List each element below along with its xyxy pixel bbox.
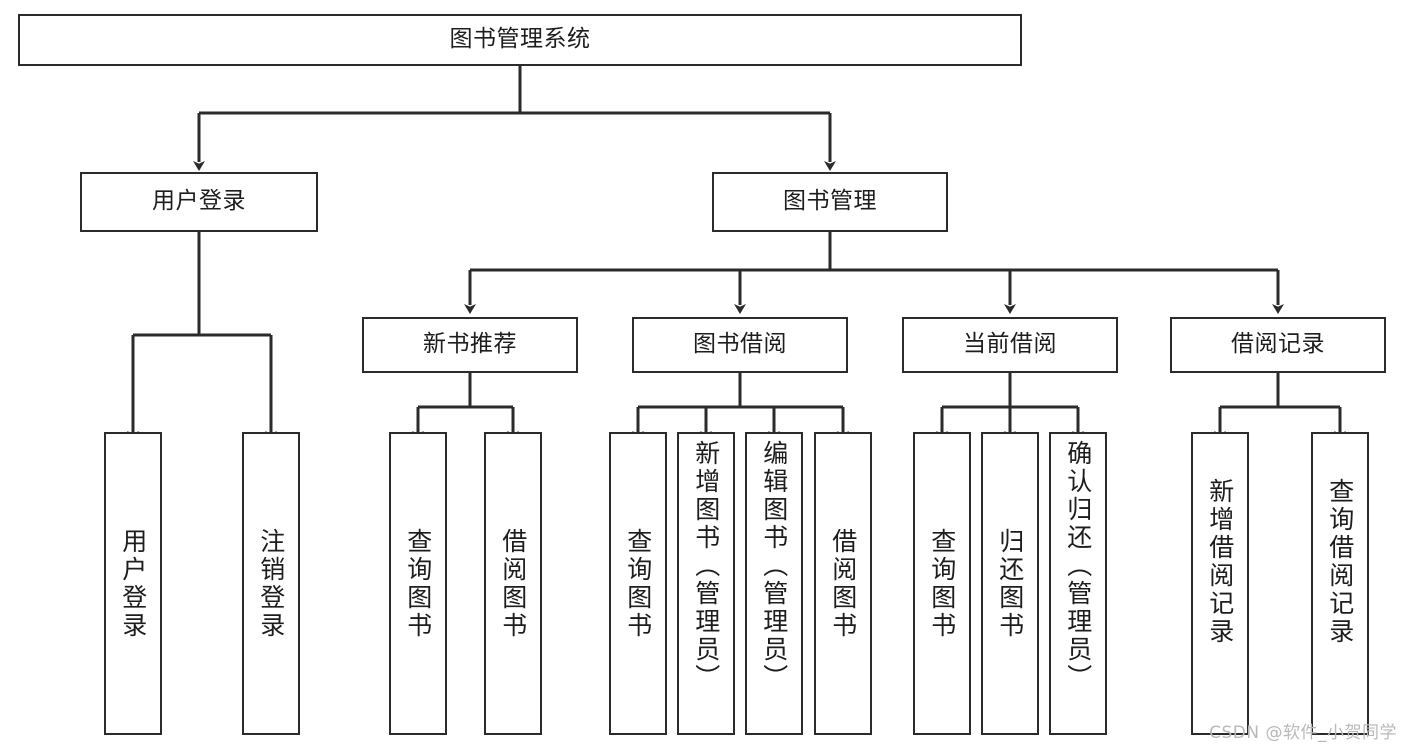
node-borrow-record[interactable]: 借阅记录 — [1170, 317, 1386, 373]
leaf-borrow-book-2[interactable]: 借阅图书 — [814, 432, 872, 735]
node-borrow-record-label: 借阅记录 — [1231, 331, 1325, 358]
leaf-query-record-label: 查询借阅记录 — [1325, 478, 1355, 646]
node-current-borrow-label: 当前借阅 — [963, 331, 1057, 358]
node-book-management-label: 图书管理 — [783, 188, 877, 215]
node-user-login[interactable]: 用户登录 — [80, 172, 318, 232]
leaf-query-book-3-label: 查询图书 — [927, 528, 957, 640]
leaf-confirm-return[interactable]: 确认归还（管理员） — [1049, 432, 1107, 735]
node-book-borrow[interactable]: 图书借阅 — [632, 317, 848, 373]
node-user-login-label: 用户登录 — [152, 188, 246, 215]
leaf-add-record-label: 新增借阅记录 — [1205, 478, 1235, 646]
leaf-user-login-label: 用户登录 — [118, 528, 148, 640]
leaf-add-record[interactable]: 新增借阅记录 — [1191, 432, 1249, 735]
leaf-user-login[interactable]: 用户登录 — [104, 432, 162, 735]
leaf-query-book-1[interactable]: 查询图书 — [389, 432, 447, 735]
leaf-confirm-return-label: 确认归还（管理员） — [1063, 440, 1093, 692]
leaf-return-book-label: 归还图书 — [995, 528, 1025, 640]
leaf-add-book-label: 新增图书（管理员） — [691, 440, 721, 692]
leaf-edit-book-label: 编辑图书（管理员） — [759, 440, 789, 692]
leaf-borrow-book-2-label: 借阅图书 — [828, 528, 858, 640]
leaf-logout-login[interactable]: 注销登录 — [242, 432, 300, 735]
node-book-management[interactable]: 图书管理 — [712, 172, 948, 232]
node-new-book-recommend-label: 新书推荐 — [423, 331, 517, 358]
leaf-query-book-2-label: 查询图书 — [623, 528, 653, 640]
leaf-query-book-1-label: 查询图书 — [403, 528, 433, 640]
leaf-query-book-3[interactable]: 查询图书 — [913, 432, 971, 735]
watermark: CSDN @软件_小贺同学 — [1209, 723, 1397, 743]
leaf-edit-book[interactable]: 编辑图书（管理员） — [745, 432, 803, 735]
leaf-borrow-book-1[interactable]: 借阅图书 — [484, 432, 542, 735]
leaf-query-record[interactable]: 查询借阅记录 — [1311, 432, 1369, 735]
node-root-label: 图书管理系统 — [449, 26, 591, 53]
leaf-logout-login-label: 注销登录 — [256, 528, 286, 640]
node-book-borrow-label: 图书借阅 — [693, 331, 787, 358]
leaf-return-book[interactable]: 归还图书 — [981, 432, 1039, 735]
leaf-query-book-2[interactable]: 查询图书 — [609, 432, 667, 735]
node-root[interactable]: 图书管理系统 — [18, 14, 1022, 66]
leaf-borrow-book-1-label: 借阅图书 — [498, 528, 528, 640]
node-current-borrow[interactable]: 当前借阅 — [902, 317, 1118, 373]
node-new-book-recommend[interactable]: 新书推荐 — [362, 317, 578, 373]
leaf-add-book[interactable]: 新增图书（管理员） — [677, 432, 735, 735]
